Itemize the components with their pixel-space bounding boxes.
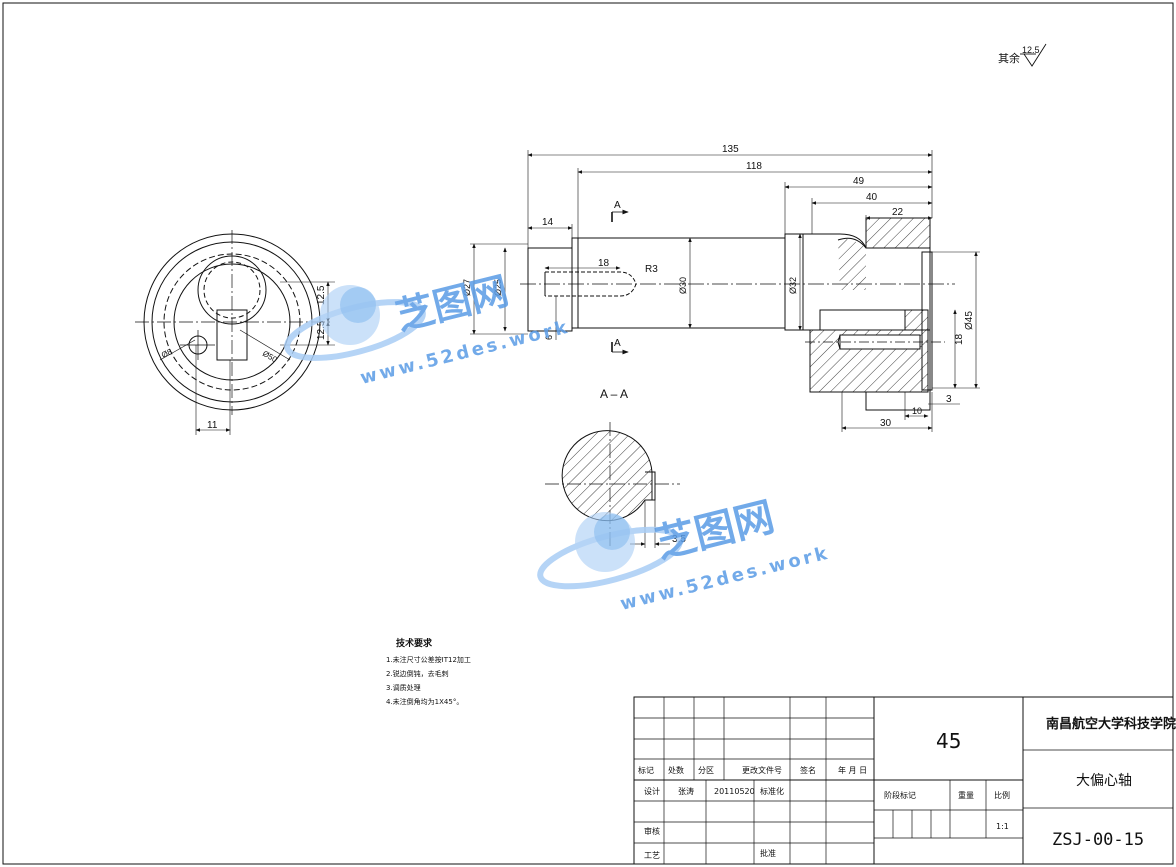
tb-scale-label: 比例 — [994, 790, 1010, 800]
finish-value: 12.5 — [1022, 45, 1040, 55]
end-view — [135, 230, 335, 435]
finish-label: 其余 — [998, 51, 1020, 65]
tech-requirements: 技术要求 1.未注尺寸公差按IT12加工 2.锐边倒钝，去毛刺 3.调质处理 4… — [386, 637, 471, 706]
watermark-brand: 芝图网 — [392, 268, 513, 338]
tb-label-mark: 标记 — [638, 765, 654, 775]
tech-req-item-2: 2.锐边倒钝，去毛刺 — [386, 669, 449, 678]
watermark-url: www.52des.work — [358, 316, 572, 388]
tb-process-label: 工艺 — [644, 851, 660, 860]
dim-fillet: R3 — [645, 264, 658, 275]
tb-label-zone: 分区 — [698, 766, 714, 775]
tech-req-item-1: 1.未注尺寸公差按IT12加工 — [386, 655, 471, 664]
dim-hole-depth: 18 — [598, 258, 610, 269]
tech-req-item-4: 4.未注倒角均为1X45°。 — [386, 697, 463, 706]
watermark-url: www.52des.work — [618, 542, 832, 614]
dim-dia-27: Ø27 — [462, 279, 472, 296]
surface-finish-note: 其余 12.5 — [998, 43, 1047, 67]
tb-label-change-doc: 更改文件号 — [742, 765, 782, 775]
school-name: 南昌航空大学科技学院 — [1046, 716, 1176, 732]
dim-dia-32: Ø32 — [788, 277, 798, 294]
dim-dia-30: Ø30 — [678, 277, 688, 294]
dim-10: 10 — [912, 406, 922, 416]
tb-stage-label: 阶段标记 — [884, 790, 916, 800]
dim-30: 30 — [880, 418, 892, 429]
tb-label-count: 处数 — [668, 765, 684, 775]
dim-dia-45: Ø45 — [964, 311, 975, 330]
title-block — [633, 696, 1174, 865]
tb-std-label: 标准化 — [760, 786, 784, 796]
section-marker-bottom: A — [614, 338, 621, 349]
end-view-dim-lower: 12.5 — [316, 320, 327, 340]
tb-review-label: 审核 — [644, 826, 660, 836]
tech-requirements-title: 技术要求 — [396, 637, 433, 649]
end-view-dim-width: 11 — [207, 420, 218, 431]
watermark-2: 芝图网 www.52des.work — [537, 494, 832, 615]
watermark-brand: 芝图网 — [651, 494, 779, 568]
dim-6: 6 — [544, 335, 554, 340]
end-view-outer-dia: Ø50 — [261, 349, 279, 365]
end-view-small-dia: Ø8 — [160, 347, 174, 360]
tb-weight-label: 重量 — [958, 790, 974, 800]
end-view-dim-upper: 12.5 — [316, 285, 327, 305]
tb-label-signature: 签名 — [800, 765, 816, 775]
tb-label-date: 年 月 日 — [838, 765, 867, 775]
tb-designer-label: 设计 — [644, 786, 660, 796]
dim-step-22: 22 — [892, 207, 904, 218]
dim-total-length: 135 — [722, 144, 739, 155]
tb-date-value: 20110520 — [714, 787, 755, 796]
watermark-globe-icon — [537, 512, 683, 590]
watermark-globe-icon — [284, 285, 426, 361]
section-marker-top: A — [614, 200, 621, 211]
dim-dia-25: Ø25 — [493, 279, 503, 296]
dim-shaft-length: 118 — [746, 161, 762, 172]
tb-approve-label: 批准 — [760, 848, 776, 858]
roughness-symbol-icon — [1023, 43, 1047, 67]
section-title: A – A — [600, 387, 628, 401]
drawing-number: ZSJ-00-15 — [1052, 830, 1144, 850]
dim-right-section: 49 — [853, 176, 865, 187]
tech-req-item-3: 3.调质处理 — [386, 683, 421, 692]
tb-designer-name: 张涛 — [678, 786, 694, 796]
material-value: 45 — [936, 729, 961, 753]
dim-18-right: 18 — [954, 333, 965, 345]
scale-value: 1:1 — [996, 822, 1009, 831]
front-view — [470, 150, 980, 432]
dim-bore-depth: 40 — [866, 192, 878, 203]
dim-left-step: 14 — [542, 217, 554, 228]
dim-3: 3 — [946, 394, 952, 405]
part-name: 大偏心轴 — [1076, 773, 1132, 789]
